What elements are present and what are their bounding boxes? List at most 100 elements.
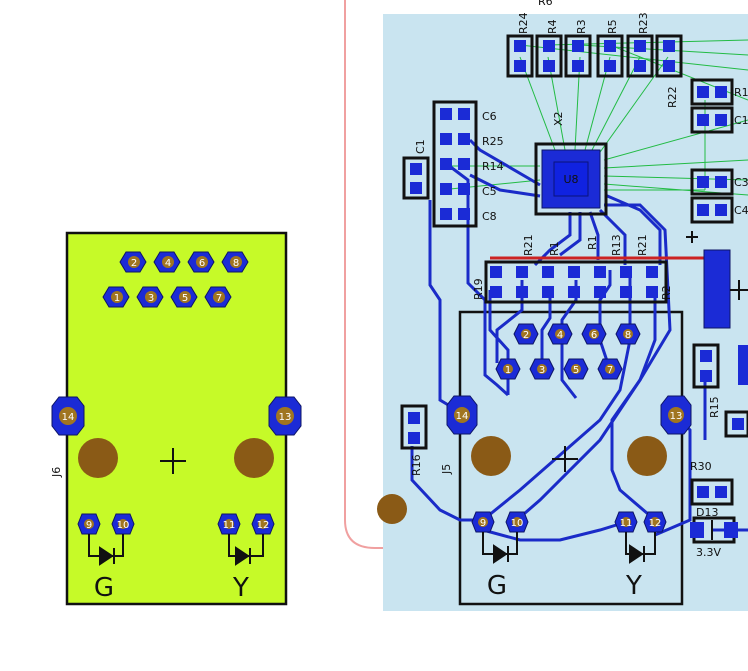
svg-text:2: 2 [523, 330, 529, 341]
left-capacitor-stack: C6 R25 R14 C5 C8 C1 [402, 100, 504, 228]
svg-text:R23: R23 [637, 12, 650, 34]
svg-text:R3: R3 [575, 19, 588, 34]
svg-text:6: 6 [591, 330, 597, 341]
board-hole-left [471, 436, 511, 476]
module-pin: 8 [221, 251, 249, 273]
svg-text:3: 3 [539, 365, 545, 376]
board-outline [344, 0, 748, 549]
svg-text:D13: D13 [696, 506, 718, 519]
svg-text:R24: R24 [517, 12, 530, 34]
module-pin-row-top: 2 4 6 8 [119, 251, 249, 273]
svg-text:R16: R16 [410, 454, 423, 476]
svg-text:11: 11 [223, 520, 236, 531]
svg-text:R21: R21 [636, 234, 649, 256]
plus-icon [686, 231, 698, 243]
board-mount-pad-right: 13 [660, 395, 692, 435]
svg-text:C8: C8 [482, 210, 497, 223]
svg-text:5: 5 [573, 365, 579, 376]
module-pin: 4 [153, 251, 181, 273]
module-pin: 2 [119, 251, 147, 273]
connector-module-j6[interactable]: J6 2 4 6 8 1 3 5 7 14 13 [50, 231, 302, 606]
svg-text:J5: J5 [440, 464, 453, 475]
board-led-right: 11 12 Y [614, 511, 667, 601]
svg-text:3.3V: 3.3V [696, 546, 721, 559]
top-resistor-row: R24 R4 R3 R5 R23 R6 [506, 0, 683, 78]
svg-text:8: 8 [233, 258, 239, 269]
module-mount-pad-right: 13 [268, 396, 302, 436]
svg-text:R21: R21 [522, 234, 535, 256]
svg-text:5: 5 [182, 293, 188, 304]
svg-text:12: 12 [257, 520, 270, 531]
ic-u8: U8 X2 [534, 111, 608, 216]
svg-text:R13: R13 [610, 234, 623, 256]
svg-text:R22: R22 [666, 86, 679, 108]
svg-text:R1: R1 [586, 235, 599, 250]
svg-text:4: 4 [165, 258, 171, 269]
j5-outline [458, 310, 684, 606]
svg-text:R5: R5 [606, 19, 619, 34]
mount-hole-left [78, 438, 118, 478]
svg-text:R2: R2 [660, 285, 673, 300]
svg-text:C1: C1 [734, 114, 748, 127]
board-pin-row-bottom: 1 3 5 7 [495, 358, 623, 380]
led-right-label: Y [232, 573, 249, 603]
svg-text:2: 2 [131, 258, 137, 269]
svg-text:X2: X2 [552, 111, 565, 126]
svg-text:7: 7 [216, 293, 222, 304]
led-diode-icon [228, 534, 264, 566]
module-pin: 5 [170, 286, 198, 308]
led-diode-icon [88, 534, 124, 566]
svg-text:8: 8 [625, 330, 631, 341]
svg-text:U8: U8 [563, 173, 578, 186]
svg-text:R19: R19 [472, 278, 485, 300]
svg-text:14: 14 [456, 411, 469, 422]
svg-text:R25: R25 [482, 135, 504, 148]
svg-text:14: 14 [62, 412, 75, 423]
svg-text:C3: C3 [734, 176, 748, 189]
svg-text:1: 1 [505, 365, 511, 376]
led-diode-icon [482, 532, 518, 564]
svg-text:13: 13 [670, 411, 683, 422]
svg-text:R1: R1 [734, 86, 748, 99]
svg-text:R14: R14 [482, 160, 504, 173]
board-led-left: 9 10 G [471, 511, 529, 601]
module-pin-row-bottom: 1 3 5 7 [102, 286, 232, 308]
svg-text:1: 1 [114, 293, 120, 304]
led-left-label: G [94, 573, 114, 603]
svg-text:Y: Y [625, 571, 642, 601]
svg-text:C6: C6 [482, 110, 497, 123]
module-pin: 3 [136, 286, 164, 308]
svg-text:6: 6 [199, 258, 205, 269]
large-cap-pad [703, 249, 731, 329]
plus-icon [730, 280, 748, 300]
board-hole [377, 494, 407, 524]
r30-part: R30 [690, 460, 734, 506]
svg-text:9: 9 [480, 518, 486, 529]
svg-text:C4: C4 [734, 204, 748, 217]
svg-text:9: 9 [86, 520, 92, 531]
module-led-right: 11 12 Y [217, 513, 275, 603]
module-pin: 6 [187, 251, 215, 273]
svg-text:10: 10 [117, 520, 130, 531]
svg-text:3: 3 [148, 293, 154, 304]
module-designator: J6 [50, 467, 63, 478]
svg-text:R15: R15 [708, 396, 721, 418]
board-hole-right [627, 436, 667, 476]
r16-part: R16 J5 [400, 404, 453, 476]
svg-text:R1: R1 [548, 241, 561, 256]
svg-text:C5: C5 [482, 185, 497, 198]
svg-text:R6: R6 [538, 0, 553, 8]
svg-text:7: 7 [607, 365, 613, 376]
module-mount-pad-left: 14 [51, 396, 85, 436]
d13-part: D13 3.3V [690, 506, 738, 559]
svg-text:C1: C1 [414, 139, 427, 154]
module-pin: 1 [102, 286, 130, 308]
center-cross-icon [160, 448, 186, 474]
pcb-board[interactable]: R24 R4 R3 R5 R23 R6 C6 R25 R14 C5 C8 C [344, 0, 748, 611]
board-pin-row-top: 2 4 6 8 [513, 323, 641, 345]
svg-text:G: G [487, 571, 507, 601]
module-led-left: 9 10 G [77, 513, 135, 603]
led-diode-icon [625, 532, 656, 564]
resistor-row: R19 R21 R1 R13 R21 R1 R2 [472, 234, 673, 304]
